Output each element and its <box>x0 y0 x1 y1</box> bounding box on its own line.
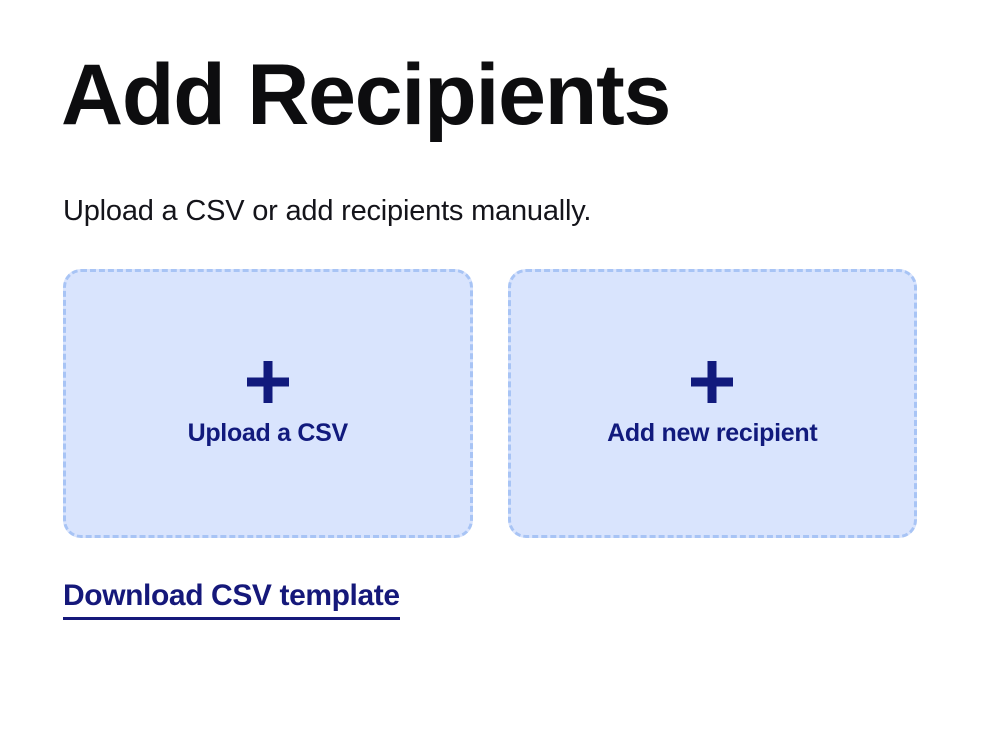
add-new-recipient-card-label: Add new recipient <box>607 418 818 447</box>
upload-csv-card-label: Upload a CSV <box>187 418 349 447</box>
add-new-recipient-card[interactable]: Add new recipient <box>507 269 917 538</box>
page-title: Add Recipients <box>61 47 671 143</box>
plus-icon <box>690 360 734 404</box>
page-subtitle: Upload a CSV or add recipients manually. <box>63 195 592 227</box>
plus-icon <box>246 360 290 404</box>
upload-csv-card[interactable]: Upload a CSV <box>63 269 473 538</box>
download-csv-template-link[interactable]: Download CSV template <box>63 578 400 620</box>
recipient-source-options: Upload a CSV Add new recipient <box>63 269 917 538</box>
